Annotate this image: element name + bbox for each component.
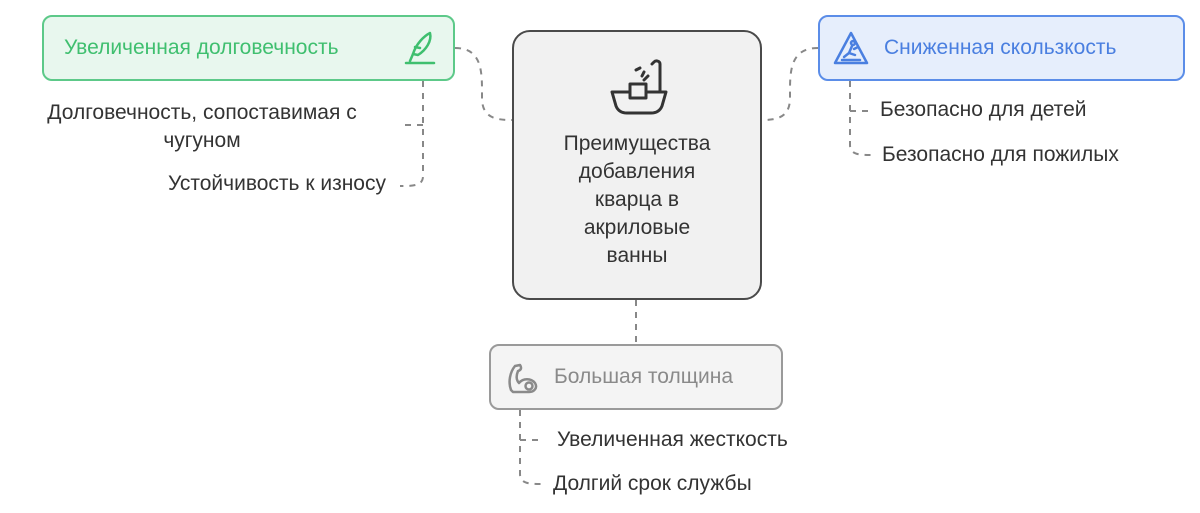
- center-title: Преимущества добавления кварца в акрилов…: [563, 132, 711, 267]
- slip-item-2: Безопасно для пожилых: [882, 143, 1119, 166]
- slip-node: Сниженная скользкость: [818, 15, 1185, 81]
- durability-label: Увеличенная долговечность: [64, 36, 339, 59]
- wet-floor-warning-icon: [833, 31, 869, 65]
- connector-slip: [761, 47, 819, 121]
- durability-item-2: Устойчивость к износу: [167, 172, 386, 195]
- durability-item-1: Долговечность, сопоставимая с чугуном: [47, 101, 357, 152]
- slip-label: Сниженная скользкость: [884, 36, 1117, 59]
- flexed-arm-icon: [508, 363, 538, 394]
- connector-thickness-items: [519, 410, 543, 485]
- connector-slip-items: [849, 81, 873, 156]
- thickness-node: Большая толщина: [489, 344, 783, 410]
- bathtub-shower-icon: [610, 59, 668, 115]
- thickness-label: Большая толщина: [554, 365, 734, 388]
- connector-durability-items: [399, 81, 424, 187]
- thickness-item-2: Долгий срок службы: [553, 472, 752, 495]
- center-node: Преимущества добавления кварца в акрилов…: [512, 30, 762, 300]
- slip-item-1: Безопасно для детей: [880, 98, 1087, 121]
- connector-durability: [454, 47, 513, 121]
- durability-node: Увеличенная долговечность: [42, 15, 455, 81]
- feather-pen-icon: [404, 31, 436, 65]
- thickness-item-1: Увеличенная жесткость: [557, 428, 788, 451]
